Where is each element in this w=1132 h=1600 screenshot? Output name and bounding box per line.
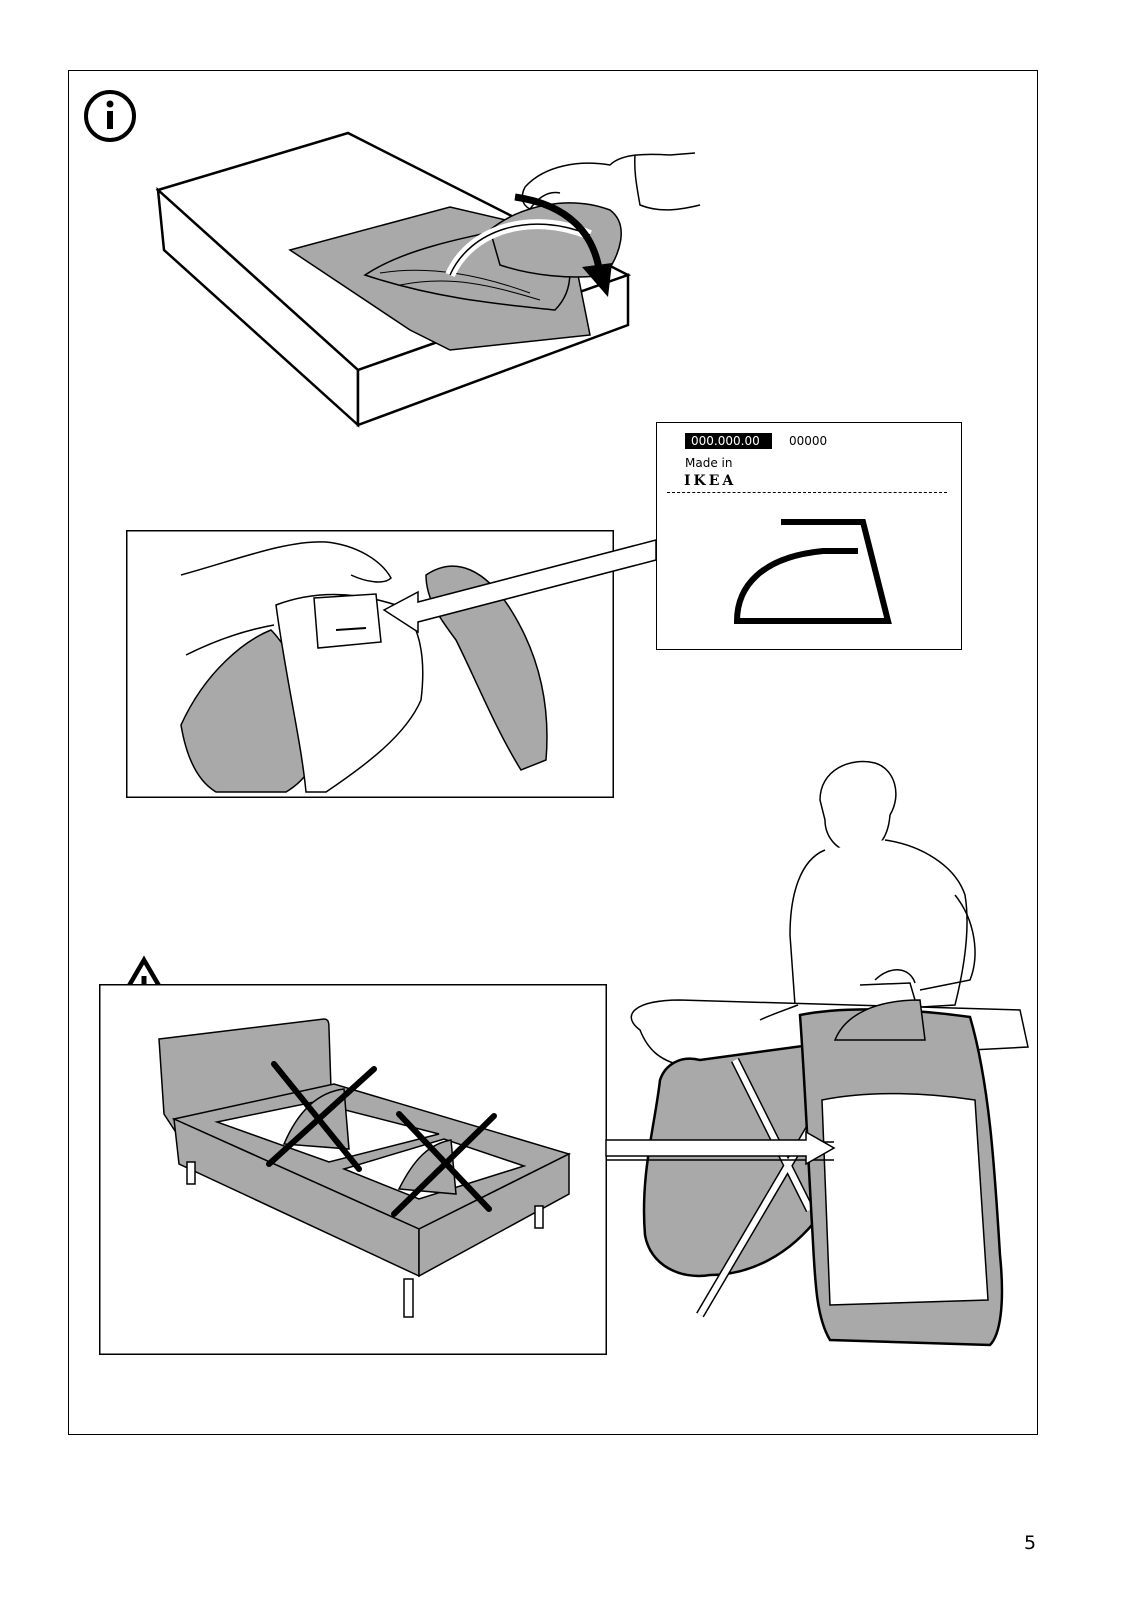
article-suffix: 00000 [789, 434, 827, 448]
box-unpacking-illustration [150, 125, 710, 435]
arrow-to-batting [606, 1132, 836, 1172]
do-not-iron-on-bed-panel [99, 984, 607, 1356]
person-ironing-illustration [620, 755, 1040, 1355]
brand-logo: IKEA [684, 473, 736, 489]
page-number: 5 [1024, 1532, 1036, 1554]
info-circle-icon [82, 88, 138, 144]
label-divider [667, 492, 947, 493]
made-in-text: Made in [685, 456, 732, 470]
care-label-closeup: 000.000.00 00000 Made in IKEA [656, 422, 962, 650]
article-number: 000.000.00 [685, 433, 772, 449]
label-inspection-panel [126, 530, 614, 798]
iron-care-symbol-icon [733, 517, 893, 629]
